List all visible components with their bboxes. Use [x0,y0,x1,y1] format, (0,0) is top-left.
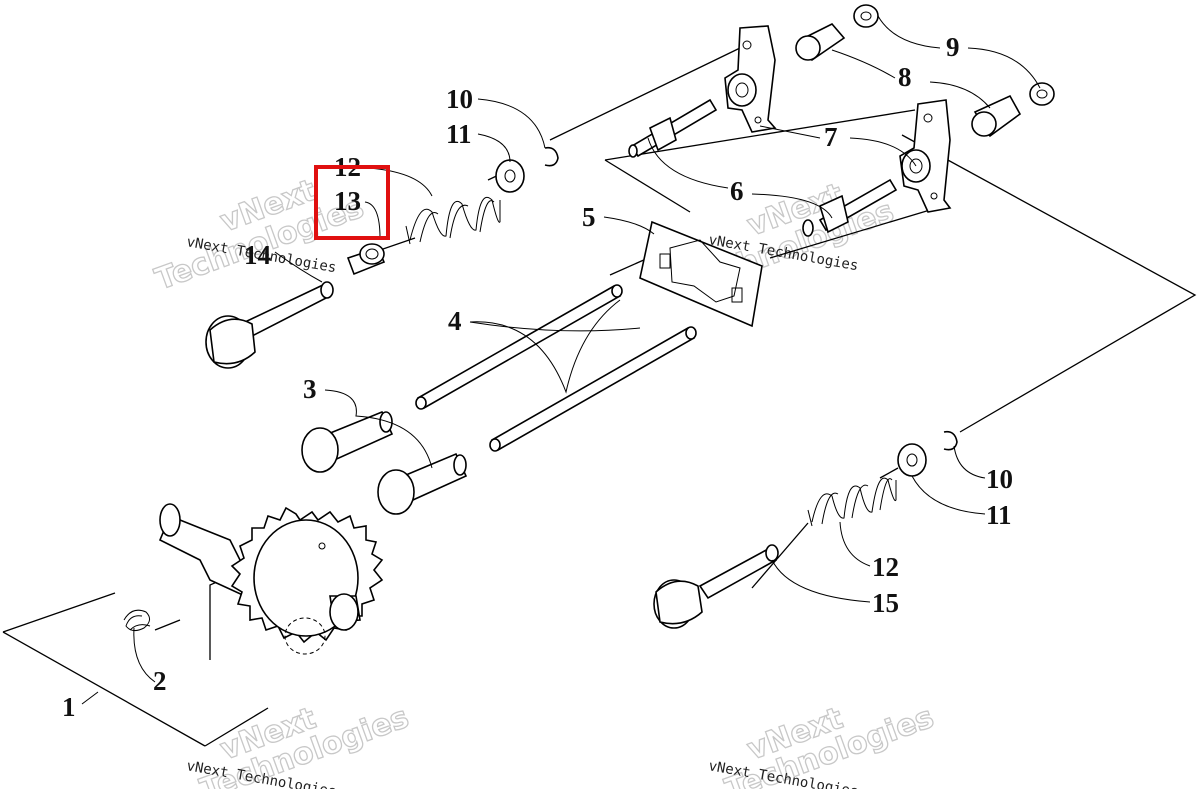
callout-11-left: 11 [446,119,472,149]
highlight-box [314,165,390,240]
callout-3: 3 [303,374,317,404]
callout-8: 8 [898,62,912,92]
valve-spring-left [405,196,501,245]
valve-seal [346,243,386,276]
valve-spring-right [807,477,897,527]
callout-6: 6 [730,176,744,206]
callout-13: 13 [334,186,361,216]
adjuster-studs [628,98,898,237]
watermark-right-bottom: vNext Technologies vNext Technologies [707,699,939,789]
callout-5: 5 [582,202,596,232]
callout-1: 1 [62,692,76,722]
push-rods [415,284,697,452]
callout-4: 4 [448,306,462,336]
exhaust-valve [653,544,779,629]
callout-12-right: 12 [872,552,899,582]
callout-7: 7 [824,122,838,152]
intake-valve [205,281,334,369]
adjuster-nuts [795,23,1022,138]
cam-spring [123,609,151,632]
guide-plate [639,220,763,328]
keeper-left [544,146,559,167]
assembly-lines [2,47,1197,747]
callout-10-left: 10 [446,84,473,114]
callout-2: 2 [153,666,167,696]
watermark-left-bottom: vNext Technologies vNext Technologies [185,699,414,789]
keeper-right [943,430,958,451]
callout-14: 14 [244,240,271,270]
callout-10-right: 10 [986,464,1013,494]
leader-lines [81,15,1041,705]
callout-15: 15 [872,588,899,618]
tappets [301,410,468,515]
retainer-left [495,159,525,193]
retainer-right [897,443,927,477]
callout-11-right: 11 [986,500,1012,530]
callout-9: 9 [946,32,960,62]
rocker-arm-upper [724,25,777,133]
camshaft-gear [158,503,384,655]
